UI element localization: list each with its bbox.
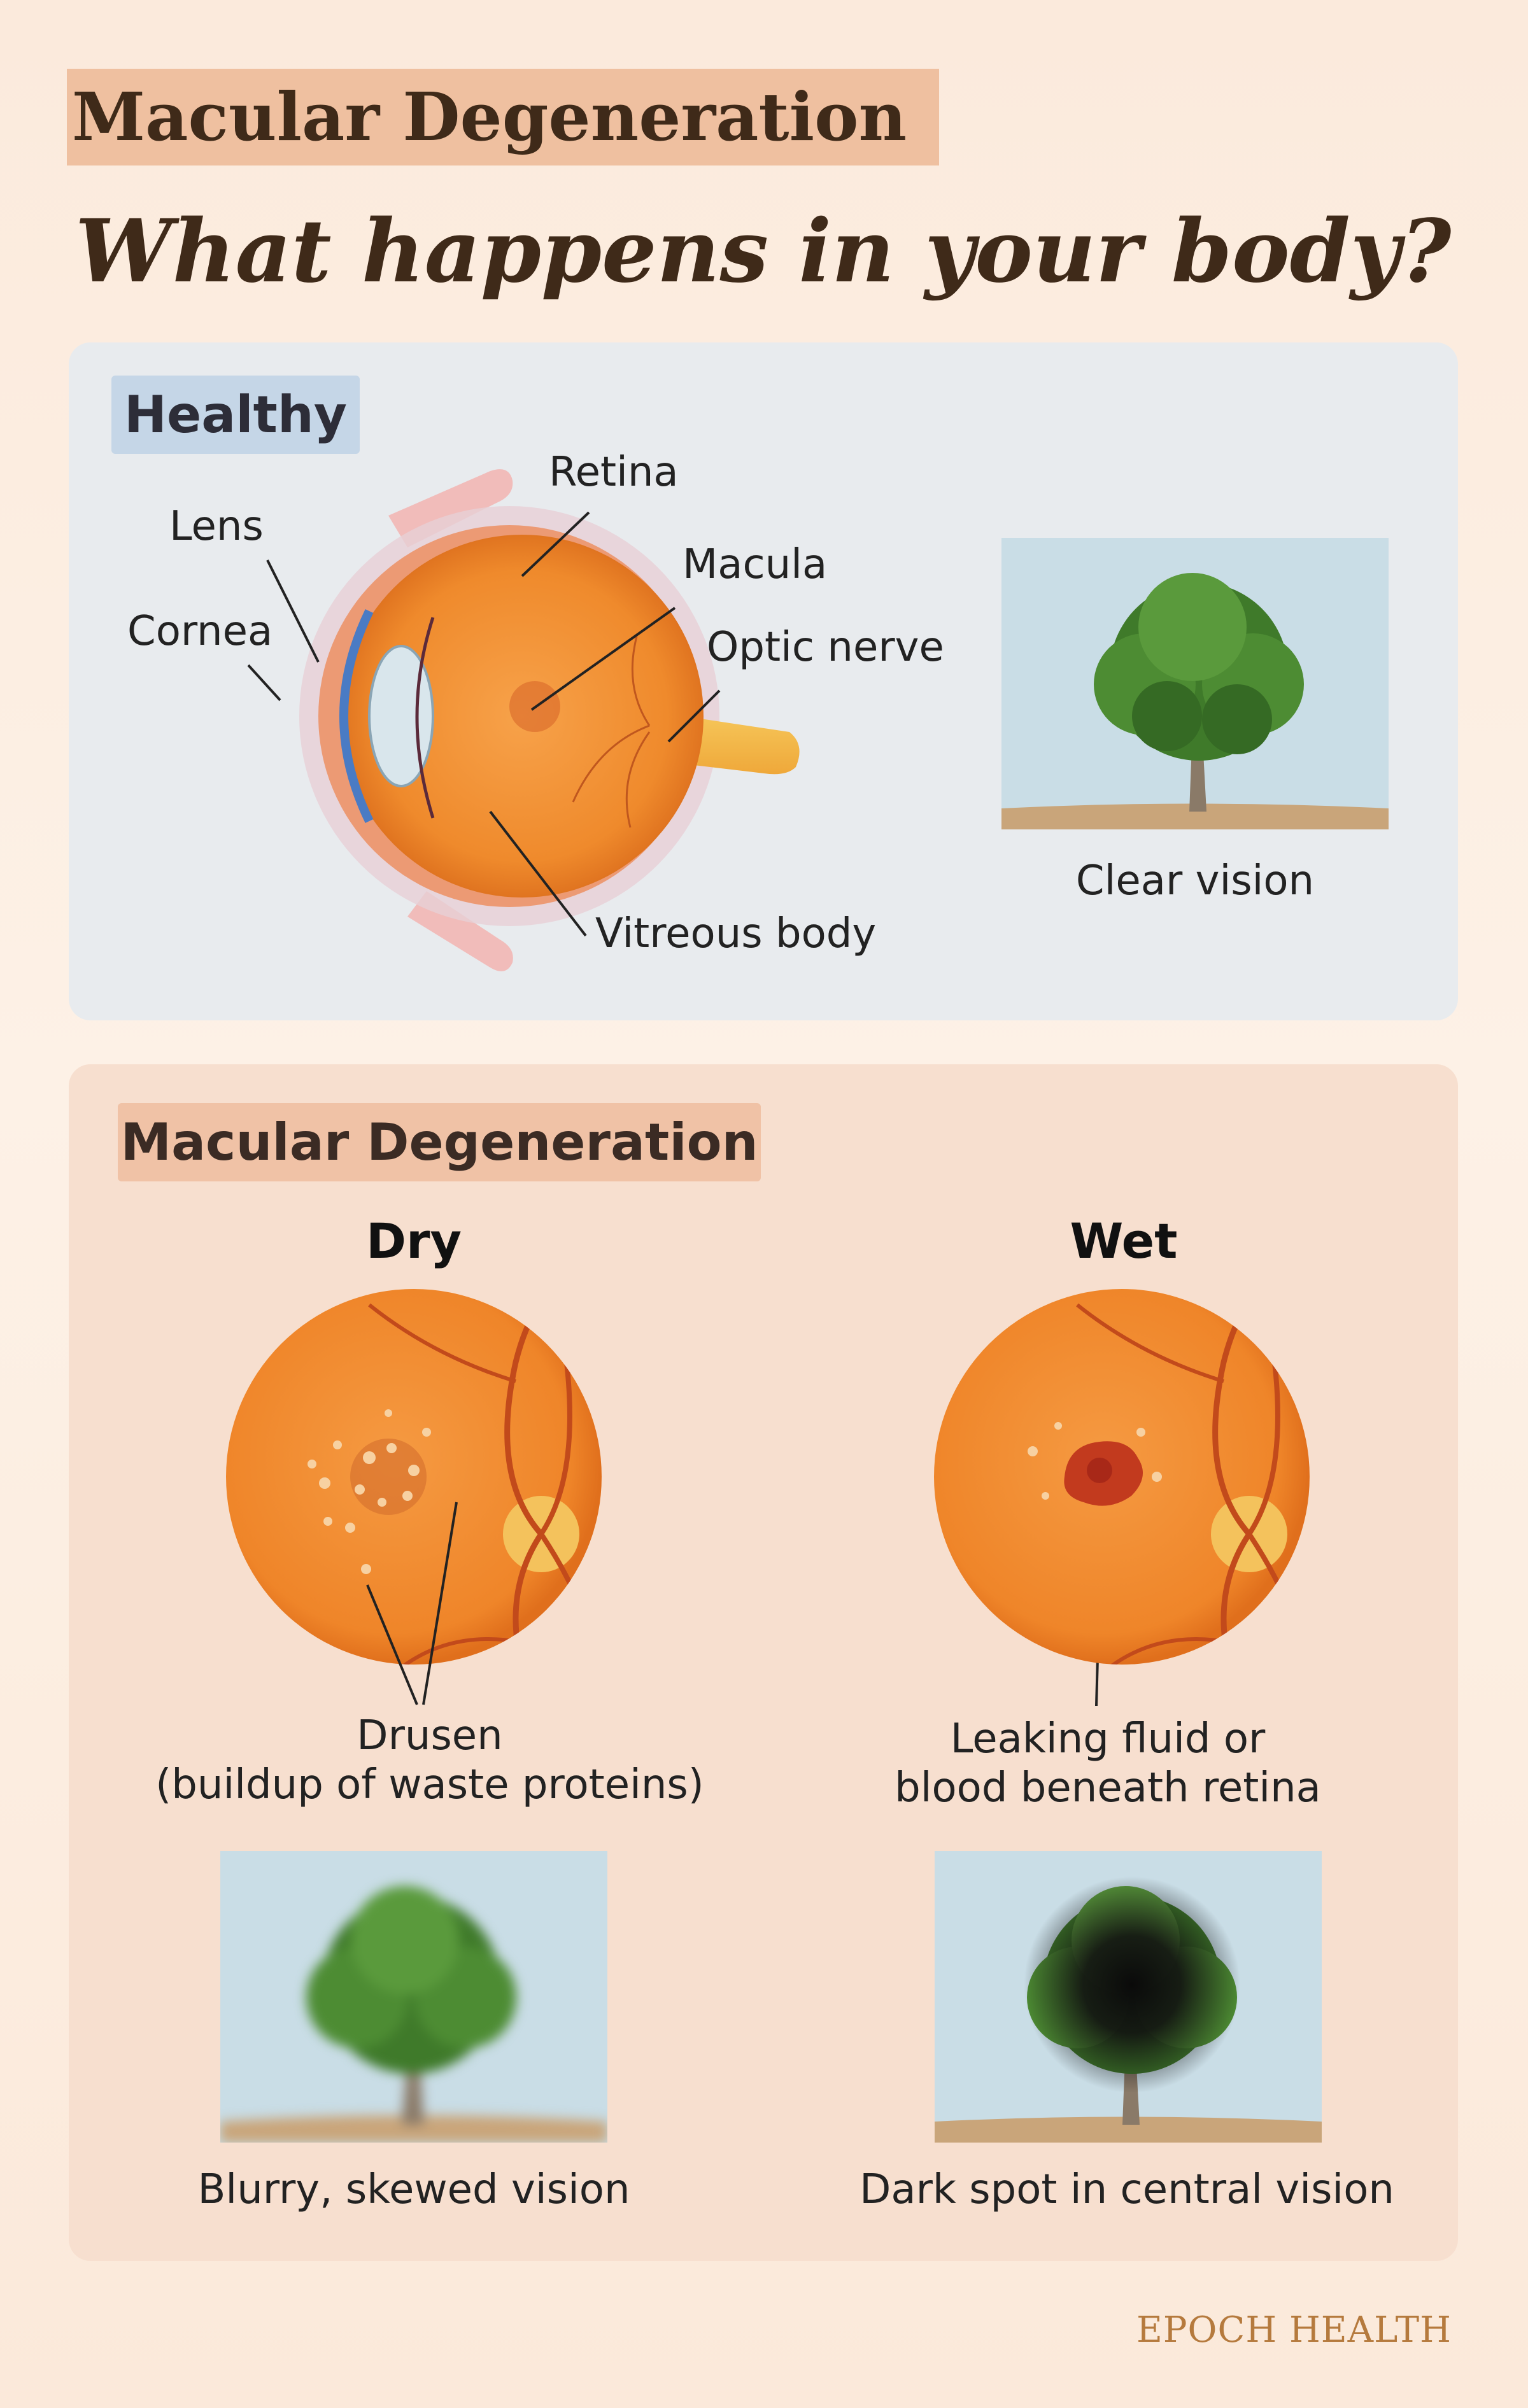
page-title: Macular Degeneration xyxy=(72,78,907,156)
dark-spot-vision-caption: Dark spot in central vision xyxy=(860,2166,1394,2213)
fundus-dry-icon xyxy=(226,1289,602,1665)
brand-logo: EPOCH HEALTH xyxy=(1136,2309,1452,2351)
fundus-wet-icon xyxy=(934,1289,1310,1665)
wet-annotation-line1: Leaking fluid or xyxy=(950,1715,1266,1763)
healthy-leader-lines xyxy=(247,511,721,937)
md-tag: Macular Degeneration xyxy=(118,1103,761,1181)
dry-annotation-line2: (buildup of waste proteins) xyxy=(155,1761,704,1808)
label-cornea: Cornea xyxy=(127,608,273,655)
clear-vision-image xyxy=(1001,538,1389,829)
label-optic-nerve: Optic nerve xyxy=(707,624,944,671)
page-subtitle: What happens in your body? xyxy=(75,201,1452,302)
wet-annotation-line2: blood beneath retina xyxy=(895,1764,1321,1812)
blurry-vision-caption: Blurry, skewed vision xyxy=(197,2166,630,2213)
title-band xyxy=(67,69,939,165)
tree-icon xyxy=(220,1886,607,2143)
eye-cross-section-icon xyxy=(299,469,800,971)
label-retina: Retina xyxy=(549,449,679,496)
healthy-tag: Healthy xyxy=(111,376,360,454)
label-lens: Lens xyxy=(169,503,264,550)
label-macula: Macula xyxy=(683,541,828,588)
clear-vision-caption: Clear vision xyxy=(1075,857,1315,905)
tree-icon xyxy=(1001,573,1389,829)
blurry-vision-image xyxy=(220,1851,607,2143)
wet-heading: Wet xyxy=(1070,1213,1178,1269)
dry-heading: Dry xyxy=(365,1213,462,1269)
label-vitreous-body: Vitreous body xyxy=(595,910,877,957)
dark-spot-vision-image xyxy=(935,1851,1322,2143)
dry-annotation-line1: Drusen xyxy=(357,1712,503,1759)
tree-icon xyxy=(935,1876,1322,2143)
